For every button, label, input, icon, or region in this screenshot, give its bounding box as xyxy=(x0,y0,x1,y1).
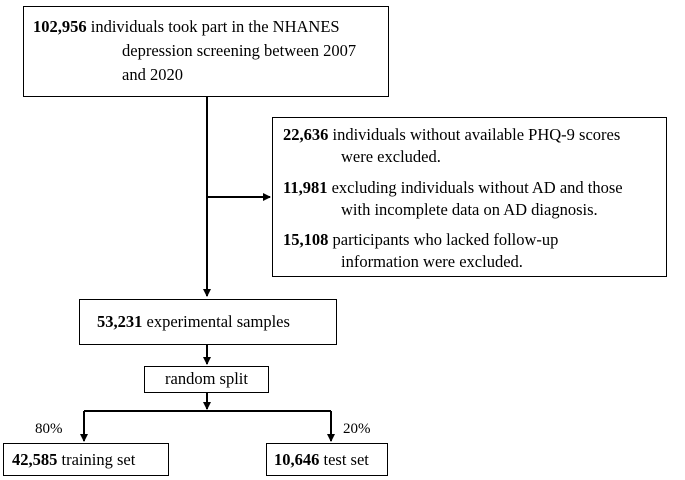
samples-count: 53,231 xyxy=(97,312,143,331)
training-count: 42,585 xyxy=(12,450,58,469)
start-text-line3: and 2020 xyxy=(122,65,183,84)
exclusion-1-line2: were excluded. xyxy=(341,147,441,166)
random-split-box: random split xyxy=(144,366,269,393)
training-box: 42,585 training set xyxy=(3,443,169,476)
exclusion-2-line1: excluding individuals without AD and tho… xyxy=(331,178,623,197)
test-count: 10,646 xyxy=(274,450,320,469)
test-box: 10,646 test set xyxy=(266,443,388,476)
test-percent: 20% xyxy=(343,421,371,437)
random-split-label: random split xyxy=(165,369,248,388)
exclusion-3-line1: participants who lacked follow-up xyxy=(332,230,559,249)
training-percent: 80% xyxy=(35,421,63,437)
exclusion-box: 22,636 individuals without available PHQ… xyxy=(272,117,667,277)
start-text-line1: individuals took part in the NHANES xyxy=(90,17,340,36)
exclusion-1-line1: individuals without available PHQ-9 scor… xyxy=(332,125,621,144)
exclusion-2-count: 11,981 xyxy=(283,178,328,197)
samples-label: experimental samples xyxy=(146,312,290,331)
exclusion-3-count: 15,108 xyxy=(283,230,329,249)
test-label: test set xyxy=(323,450,369,469)
start-text-line2: depression screening between 2007 xyxy=(122,41,357,60)
training-label: training set xyxy=(61,450,136,469)
exclusion-2-line2: with incomplete data on AD diagnosis. xyxy=(341,200,598,219)
start-box: 102,956 individuals took part in the NHA… xyxy=(23,6,389,97)
start-count: 102,956 xyxy=(33,17,87,36)
samples-box: 53,231 experimental samples xyxy=(79,299,337,345)
exclusion-3-line2: information were excluded. xyxy=(341,252,523,271)
exclusion-1-count: 22,636 xyxy=(283,125,329,144)
